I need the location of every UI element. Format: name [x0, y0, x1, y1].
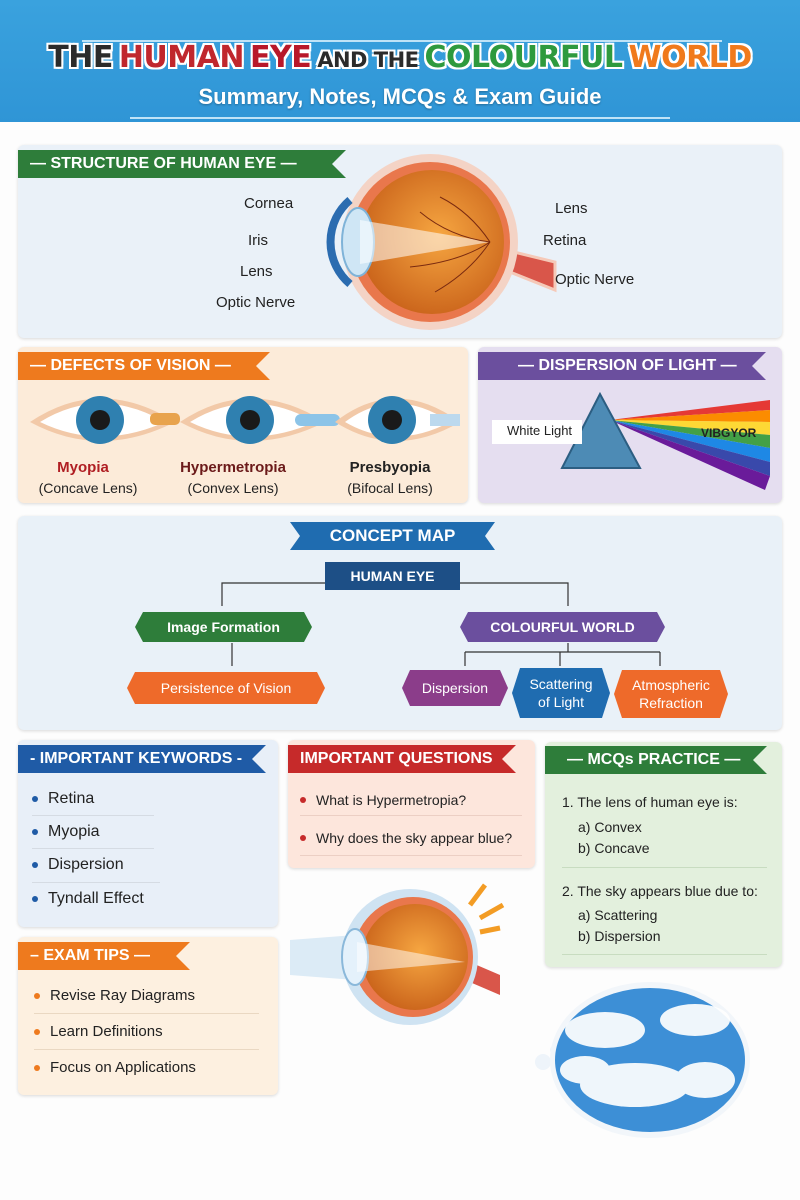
- prism-diagram: [492, 391, 770, 490]
- defect-name: Myopia: [57, 459, 109, 476]
- defect-eyes-illustration: [30, 396, 460, 444]
- node-persistence-of-vision: Persistence of Vision: [127, 672, 325, 704]
- keyword-item: Dispersion: [32, 856, 124, 874]
- bullet-icon: [34, 1064, 40, 1071]
- defect-lens: (Convex Lens): [187, 480, 279, 496]
- mcq-option[interactable]: b) Dispersion: [578, 928, 661, 944]
- tip-text: Focus on Applications: [50, 1059, 196, 1076]
- title-part: HUMAN: [118, 40, 245, 75]
- tip-item: Revise Ray Diagrams: [34, 987, 195, 1004]
- node-human-eye: HUMAN EYE: [325, 562, 460, 590]
- mcqs-heading: — MCQs PRACTICE —: [545, 746, 767, 774]
- header-banner: [0, 0, 800, 122]
- title-part: WORLD: [628, 40, 753, 75]
- title-part: THE: [48, 40, 113, 75]
- node-colourful-world: COLOURFUL WORLD: [460, 612, 665, 642]
- label-lens: Lens: [240, 263, 273, 280]
- defect-lens: (Concave Lens): [38, 480, 138, 496]
- question-item: What is Hypermetropia?: [300, 792, 466, 808]
- label-lens-right: Lens: [555, 200, 588, 217]
- label-retina: Retina: [543, 232, 587, 249]
- concept-map-heading: CONCEPT MAP: [290, 522, 495, 550]
- bullet-icon: [34, 1028, 40, 1035]
- eye-icon: [30, 396, 180, 444]
- keyword-text: Dispersion: [48, 856, 124, 873]
- structure-heading: — STRUCTURE OF HUMAN EYE —: [18, 150, 346, 178]
- divider: [82, 40, 722, 42]
- keyword-item: Myopia: [32, 823, 100, 841]
- divider: [130, 117, 670, 119]
- mcq-option[interactable]: a) Convex: [578, 819, 642, 835]
- bullet-icon: [32, 796, 38, 802]
- mcq-question: 2. The sky appears blue due to:: [562, 883, 758, 899]
- bullet-icon: [32, 896, 38, 902]
- mcq-option[interactable]: b) Concave: [578, 840, 650, 856]
- question-text: What is Hypermetropia?: [316, 792, 467, 808]
- eye-icon: [335, 396, 460, 444]
- tip-text: Learn Definitions: [50, 1023, 163, 1040]
- vibgyor-label: VIBGYOR: [701, 426, 757, 440]
- keyword-text: Retina: [48, 790, 95, 807]
- defects-heading: — DEFECTS OF VISION —: [18, 352, 270, 380]
- keywords-heading: - IMPORTANT KEYWORDS -: [18, 745, 266, 773]
- bullet-icon: [32, 829, 38, 835]
- eye-illustration: [290, 883, 505, 1025]
- label-optic-nerve: Optic Nerve: [216, 294, 296, 311]
- question-text: Why does the sky appear blue?: [316, 830, 513, 846]
- defect-lens: (Bifocal Lens): [347, 480, 433, 496]
- question-item: Why does the sky appear blue?: [300, 830, 512, 846]
- keyword-item: Retina: [32, 790, 94, 808]
- defect-name: Presbyopia: [349, 459, 431, 476]
- white-light-label: White Light: [507, 423, 573, 438]
- tip-text: Revise Ray Diagrams: [50, 987, 196, 1004]
- tip-item: Focus on Applications: [34, 1059, 196, 1076]
- keyword-item: Tyndall Effect: [32, 890, 144, 908]
- node-scattering-of-light: Scattering of Light: [512, 668, 610, 718]
- mcq-question: 1. The lens of human eye is:: [562, 794, 738, 810]
- bullet-icon: [300, 835, 306, 841]
- bullet-icon: [300, 797, 306, 803]
- node-dispersion: Dispersion: [402, 670, 508, 706]
- title-part: AND THE: [317, 48, 419, 72]
- tip-item: Learn Definitions: [34, 1023, 163, 1040]
- keyword-text: Tyndall Effect: [48, 890, 144, 907]
- mcq-option[interactable]: a) Scattering: [578, 907, 658, 923]
- dispersion-heading: — DISPERSION OF LIGHT —: [478, 352, 766, 380]
- bullet-icon: [32, 862, 38, 868]
- mcqs-panel: [545, 742, 782, 967]
- sky-clouds-illustration: [535, 982, 750, 1138]
- questions-heading: IMPORTANT QUESTIONS: [288, 745, 516, 773]
- eye-cross-section-diagram: [326, 154, 557, 330]
- bullet-icon: [34, 992, 40, 999]
- title-part: COLOURFUL: [424, 40, 624, 75]
- label-cornea: Cornea: [244, 195, 294, 212]
- title-part: EYE: [249, 40, 312, 75]
- label-iris: Iris: [248, 232, 268, 249]
- keyword-text: Myopia: [48, 823, 100, 840]
- label-optic-nerve-right: Optic Nerve: [555, 271, 635, 288]
- eye-icon: [180, 396, 340, 444]
- node-atmospheric-refraction: Atmospheric Refraction: [614, 670, 728, 718]
- defect-name: Hypermetropia: [180, 459, 286, 476]
- node-image-formation: Image Formation: [135, 612, 312, 642]
- page-subtitle: Summary, Notes, MCQs & Exam Guide: [198, 84, 602, 109]
- decorative-illustrations: [290, 883, 750, 1138]
- exam-tips-heading: – EXAM TIPS —: [18, 942, 190, 970]
